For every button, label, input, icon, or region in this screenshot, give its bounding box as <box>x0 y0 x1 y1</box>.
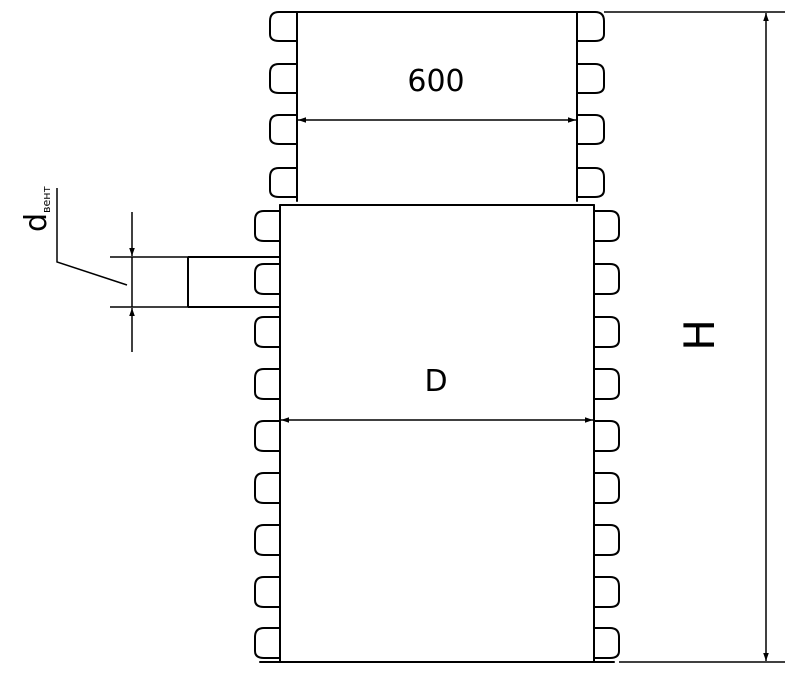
body-section <box>254 204 620 663</box>
body-left-ribs <box>254 210 281 659</box>
height-label: H <box>675 319 724 351</box>
neck-width-label: 600 <box>407 64 464 99</box>
neck-section <box>269 11 605 202</box>
vent-diameter-label: d вент <box>19 186 54 232</box>
vent-symbol: d <box>19 213 54 232</box>
neck-left-ribs <box>269 11 298 198</box>
dimension-height <box>604 11 785 663</box>
dimension-vent-diameter <box>56 188 187 352</box>
neck-right-ribs <box>576 11 605 198</box>
vent-subscript: вент <box>40 186 53 213</box>
body-right-ribs <box>593 210 620 659</box>
body-diameter-label: D <box>424 364 447 399</box>
vent-pipe <box>187 256 281 308</box>
